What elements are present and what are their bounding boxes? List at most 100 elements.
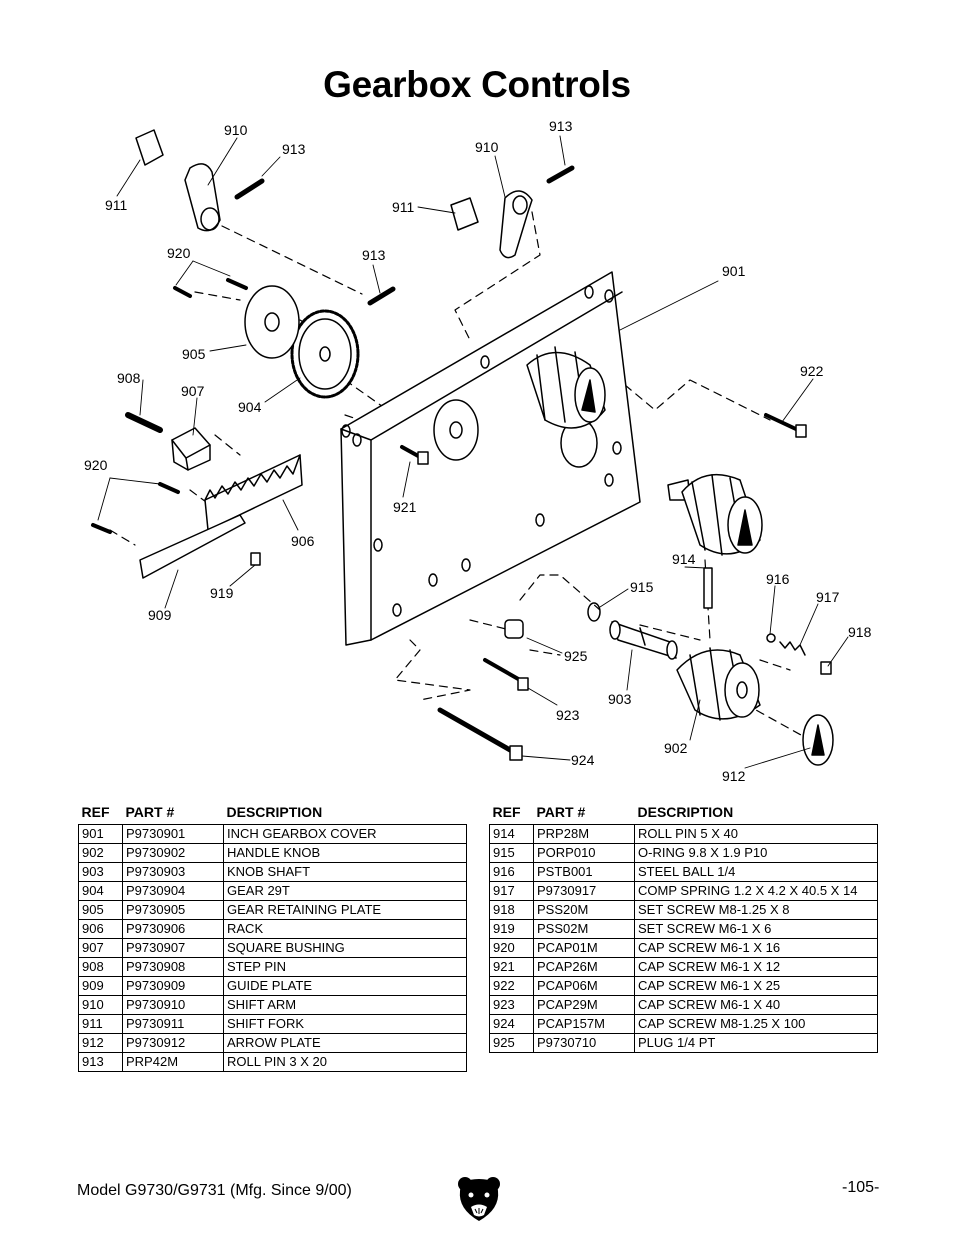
callout-909: 909 (148, 607, 172, 623)
ref-cell: 910 (78, 995, 123, 1015)
handle-knob-shape (667, 473, 763, 556)
part-number-cell: P9730904 (122, 881, 224, 901)
callout-923: 923 (556, 707, 580, 723)
callout-920b: 920 (84, 457, 108, 473)
lower-knob-shape (676, 647, 761, 721)
callout-913b: 913 (549, 118, 573, 134)
ref-header: REF (81, 804, 110, 820)
ref-cell: 922 (489, 976, 534, 996)
ref-cell: 925 (489, 1033, 534, 1053)
callout-908: 908 (117, 370, 141, 386)
description-cell: ARROW PLATE (223, 1033, 467, 1053)
description-cell: SHIFT ARM (223, 995, 467, 1015)
description-cell: PLUG 1/4 PT (634, 1033, 878, 1053)
page-title: Gearbox Controls (323, 64, 631, 105)
description-cell: RACK (223, 919, 467, 939)
ref-cell: 903 (78, 862, 123, 882)
callout-922: 922 (800, 363, 824, 379)
callout-918: 918 (848, 624, 872, 640)
part-number-cell: PSS20M (533, 900, 635, 920)
ref-cell: 901 (78, 824, 123, 844)
square-bushing-shape (171, 427, 211, 471)
ref-cell: 918 (489, 900, 534, 920)
callout-911a: 911 (105, 197, 128, 213)
rack-shape (204, 454, 303, 531)
ref-cell: 913 (78, 1052, 123, 1072)
description-cell: KNOB SHAFT (223, 862, 467, 882)
description-cell: SET SCREW M8-1.25 X 8 (634, 900, 878, 920)
cap-screw-923-shape (483, 658, 529, 691)
description-cell: CAP SCREW M6-1 X 25 (634, 976, 878, 996)
callout-919: 919 (210, 585, 234, 601)
gear-retaining-plate-shape (244, 285, 300, 359)
ref-cell: 921 (489, 957, 534, 977)
part-number-cell: PORP010 (533, 843, 635, 863)
part-number-cell: P9730917 (533, 881, 635, 901)
callout-905: 905 (182, 346, 206, 362)
description-header: DESCRIPTION (226, 804, 323, 820)
ref-cell: 908 (78, 957, 123, 977)
description-cell: GEAR 29T (223, 881, 467, 901)
knob-shaft-shape (609, 620, 678, 660)
part-number-cell: P9730902 (122, 843, 224, 863)
part-number-cell: P9730909 (122, 976, 224, 996)
ref-cell: 917 (489, 881, 534, 901)
steel-ball-shape (766, 633, 776, 643)
description-cell: ROLL PIN 5 X 40 (634, 824, 878, 844)
description-cell: CAP SCREW M6-1 X 16 (634, 938, 878, 958)
description-cell: SQUARE BUSHING (223, 938, 467, 958)
part-number-cell: PCAP29M (533, 995, 635, 1015)
roll-pin-914-shape (703, 567, 713, 609)
o-ring-shape (587, 602, 601, 622)
bear-logo (458, 1177, 500, 1221)
part-number-cell: P9730910 (122, 995, 224, 1015)
callout-915: 915 (630, 579, 654, 595)
callout-912: 912 (722, 768, 746, 784)
ref-cell: 907 (78, 938, 123, 958)
ref-cell: 924 (489, 1014, 534, 1034)
cap-screw-920-upper-shape (173, 278, 248, 298)
cap-screw-922-shape (764, 413, 807, 438)
callout-910b: 910 (475, 139, 499, 155)
callout-920a: 920 (167, 245, 191, 261)
callout-916: 916 (766, 571, 790, 587)
description-cell: STEP PIN (223, 957, 467, 977)
description-cell: SHIFT FORK (223, 1014, 467, 1034)
callout-910a: 910 (224, 122, 248, 138)
ref-cell: 905 (78, 900, 123, 920)
description-cell: COMP SPRING 1.2 X 4.2 X 40.5 X 14 (634, 881, 878, 901)
part-number-cell: P9730710 (533, 1033, 635, 1053)
part-number-cell: PCAP26M (533, 957, 635, 977)
callout-914: 914 (672, 551, 696, 567)
part-number-cell: P9730907 (122, 938, 224, 958)
ref-cell: 904 (78, 881, 123, 901)
ref-cell: 911 (78, 1014, 123, 1034)
ref-cell: 902 (78, 843, 123, 863)
ref-cell: 923 (489, 995, 534, 1015)
callout-924: 924 (571, 752, 595, 768)
part-number-cell: P9730903 (122, 862, 224, 882)
page-number: -105- (842, 1179, 880, 1196)
shift-arm-shape (184, 163, 533, 259)
exploded-parts-diagram: 910 913 911 913 910 911 913 901 920 905 … (84, 118, 872, 784)
callout-907: 907 (181, 383, 205, 399)
callout-902: 902 (664, 740, 688, 756)
callout-901: 901 (722, 263, 746, 279)
step-pin-shape (125, 412, 163, 433)
part-number-cell: P9730911 (122, 1014, 224, 1034)
